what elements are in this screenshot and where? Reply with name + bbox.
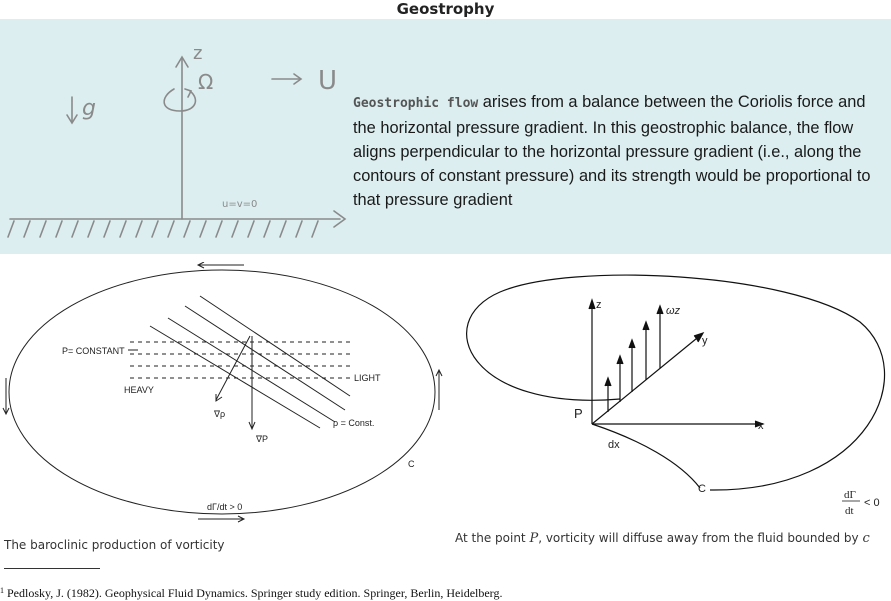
callout-box (0, 19, 891, 254)
geostrophy-description: Geostrophic flow arises from a balance b… (353, 90, 883, 212)
vorticity-diffusion-figure: z ωz y x P dx C dΓ dt < 0 (465, 274, 885, 517)
light-label: LIGHT (354, 373, 381, 383)
density-contours (149, 295, 351, 429)
sketch-u-label: U (318, 66, 337, 96)
footnote-marker: 1 (0, 586, 4, 595)
page-title: Geostrophy (396, 0, 495, 18)
vorticity-arrows (604, 304, 664, 412)
omega-z-label: ωz (666, 305, 681, 317)
c-label: C (408, 459, 415, 469)
dgamma-rel: < 0 (864, 497, 880, 509)
dgamma-num: dΓ (844, 489, 856, 501)
code-term: Geostrophic flow (353, 96, 479, 111)
p-constant-label: P= CONSTANT (62, 346, 125, 356)
boundary-c-curve (591, 423, 701, 489)
sketch-bottom-label: u=v=0 (222, 199, 257, 210)
footnote: 1 Pedlosky, J. (1982). Geophysical Fluid… (0, 586, 502, 601)
grad-p-label: ∇P (255, 434, 268, 444)
grad-rho-label: ∇ρ (213, 409, 225, 419)
fluid-boundary-curve (465, 274, 885, 491)
footnote-text: Pedlosky, J. (1982). Geophysical Fluid D… (4, 586, 503, 600)
c-label: C (698, 483, 706, 495)
sketch-g-label: g (82, 96, 96, 121)
dgamma-den: dt (845, 505, 854, 517)
rho-const-label: ρ = Const. (333, 418, 374, 428)
right-figure-caption: At the point P, vorticity will diffuse a… (455, 531, 870, 546)
sketch-z-label: z (193, 43, 202, 64)
ground-hatching (7, 220, 319, 238)
x-label: x (758, 420, 764, 432)
fluid-circuit-ellipse (8, 269, 436, 515)
dgamma-label: dΓ/dt > 0 (207, 502, 242, 512)
callout-body: arises from a balance between the Coriol… (353, 93, 871, 209)
point-p-label: P (574, 406, 583, 421)
left-figure-caption: The baroclinic production of vorticity (4, 538, 225, 552)
footnote-rule (4, 568, 100, 569)
y-label: y (702, 335, 708, 347)
grad-rho-arrow (215, 335, 251, 401)
geostrophy-sketch: z Ω g U u=v=0 (7, 43, 347, 238)
rotation-curl (163, 88, 197, 112)
dx-label: dx (608, 439, 620, 451)
heavy-label: HEAVY (124, 385, 154, 395)
pressure-contours (130, 341, 350, 379)
z-label: z (596, 299, 602, 311)
z-axis-arrowhead (175, 55, 189, 68)
baroclinic-figure: P= CONSTANT HEAVY LIGHT ∇ρ ∇P ρ = Const.… (2, 262, 443, 523)
sketch-omega-label: Ω (198, 70, 213, 94)
y-axis (591, 333, 703, 425)
